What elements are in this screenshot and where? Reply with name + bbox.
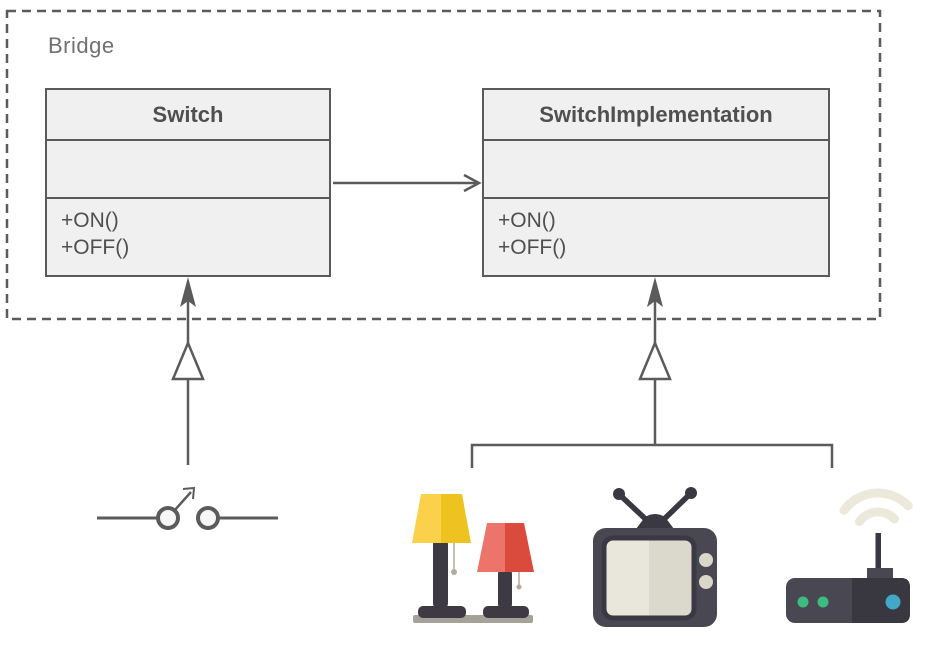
bridge-boundary (5, 9, 882, 321)
open-arrowhead-icon (463, 173, 482, 193)
generalization-triangle-icon (171, 339, 205, 381)
solid-arrowhead-icon (647, 277, 663, 307)
router-led-green (797, 596, 809, 608)
class-box-switch-implementation: SwitchImplementation +ON() +OFF() (482, 88, 830, 277)
solid-arrowhead-icon (180, 277, 196, 307)
wifi-arc-inner (854, 507, 900, 526)
wifi-router-icon (786, 488, 913, 623)
router-body-dark-section (852, 578, 910, 623)
lamps-icon (412, 494, 534, 623)
switch-lever (173, 491, 192, 512)
association-arrow (333, 173, 482, 193)
method-label: +OFF() (61, 236, 130, 259)
class-box-switch: Switch +ON() +OFF() (45, 88, 331, 277)
antenna-mount (636, 514, 674, 529)
yellow-lamp-icon (412, 494, 471, 618)
pull-chain-ball (451, 569, 457, 575)
switch-generalization-connector (171, 277, 205, 465)
router-button-blue (885, 594, 901, 610)
wifi-arc-outer (839, 488, 913, 515)
lamp-foot (483, 606, 529, 618)
tv-knob-bottom (699, 575, 713, 589)
class-methods: +ON() +OFF() (484, 199, 828, 275)
method-label: +ON() (61, 209, 119, 232)
lamp-foot (418, 606, 466, 618)
router-led-green (817, 596, 829, 608)
router-antenna (875, 533, 881, 569)
lamp-pole (498, 568, 512, 610)
tv-icon (593, 487, 717, 627)
tv-knob-top (699, 553, 713, 567)
method-label: +OFF() (498, 236, 567, 259)
class-attributes-empty (484, 141, 828, 199)
implementation-generalization-connector (638, 277, 672, 446)
class-methods: +ON() +OFF() (47, 199, 329, 275)
lamp-pole (433, 537, 448, 610)
class-attributes-empty (47, 141, 329, 199)
lever-arrowhead-icon (182, 486, 196, 500)
tv-antennas (613, 487, 697, 530)
bridge-label: Bridge (48, 33, 115, 58)
devices-bracket (470, 443, 834, 468)
lamp-shade-right (441, 494, 471, 543)
lamp-shade-left (477, 523, 505, 572)
generalization-triangle-icon (638, 339, 672, 381)
tv-screen-shade (649, 538, 694, 618)
switch-contact-right (196, 506, 220, 530)
lamp-shade-left (412, 494, 441, 543)
lamp-shade-right (505, 523, 534, 572)
toggle-switch-icon (97, 486, 278, 530)
tv-screen-bezel (601, 535, 697, 621)
class-title: SwitchImplementation (484, 90, 828, 141)
wifi-signal-icon (839, 488, 913, 526)
method-label: +ON() (498, 209, 556, 232)
red-lamp-icon (477, 523, 534, 618)
class-title: Switch (47, 90, 329, 141)
switch-contact-left (156, 506, 180, 530)
pull-chain-ball (516, 584, 522, 590)
